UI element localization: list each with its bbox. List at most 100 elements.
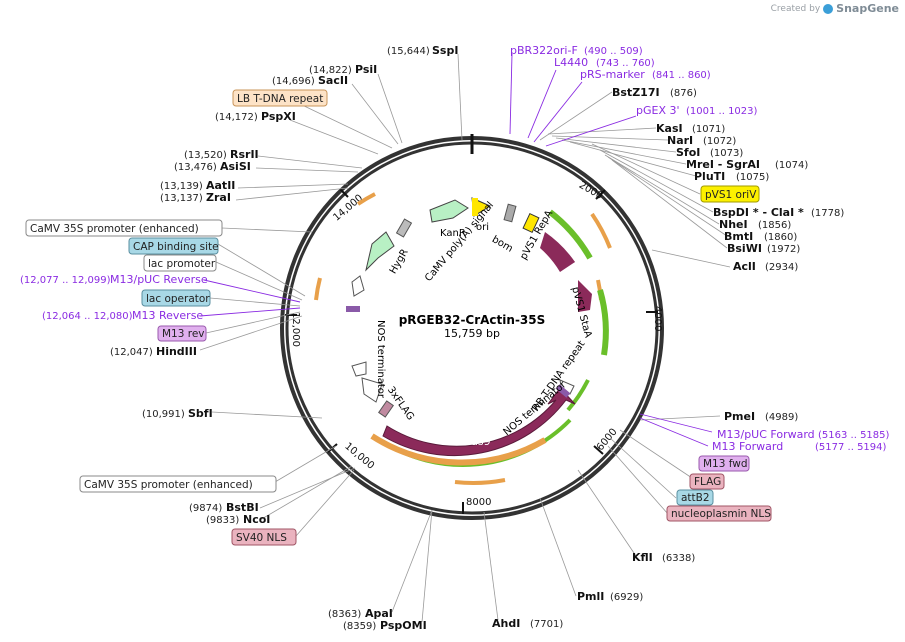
svg-text:CaMV 35S promoter (enhanced): CaMV 35S promoter (enhanced) [30, 223, 199, 235]
kanr-arrow [429, 199, 469, 223]
box-camv-35s-promoter: CaMV 35S promoter (enhanced) [25, 219, 223, 237]
site-name: KasI [656, 122, 683, 135]
snapgene-logo-icon [823, 3, 834, 14]
primer-lines [199, 53, 713, 447]
tick-6000 [593, 445, 604, 455]
site-name: NheI [719, 218, 748, 231]
ori-label: ori [476, 222, 489, 233]
ori-body [472, 198, 478, 216]
kanr-label: KanR [440, 228, 466, 239]
tick-label-2000: 2000 [577, 180, 605, 202]
primer-name: M13/pUC Forward [717, 428, 815, 441]
staa-arrow [578, 280, 592, 312]
site-pos: (1074) [775, 160, 808, 171]
box-pvs1-oriv: pVS1 oriV [700, 185, 760, 203]
pvs1-oriv-box [522, 212, 540, 234]
svg-text:lac promoter: lac promoter [148, 258, 216, 270]
svg-text:M13 rev: M13 rev [162, 328, 205, 340]
site-pos: (6338) [662, 553, 695, 564]
svg-text:SV40 NLS: SV40 NLS [236, 532, 287, 544]
site-pos: (1778) [811, 208, 844, 219]
tick-label-12000: 12,000 [290, 312, 301, 347]
site-pos: (1071) [692, 124, 725, 135]
site-name: KflI [632, 551, 653, 564]
box-m13-rev: M13 rev [157, 325, 207, 342]
primer-range: (12,064 .. 12,080) [42, 311, 133, 322]
site-pos: (14,822) [309, 65, 352, 76]
site-name: ApaI [365, 607, 393, 620]
site-name: BmtI [724, 230, 753, 243]
outer-features [314, 192, 612, 485]
box-flag: FLAG [689, 473, 725, 490]
site-pos: (876) [670, 88, 697, 99]
tick-label-10000: 10,000 [342, 441, 376, 472]
svg-text:LB T-DNA repeat: LB T-DNA repeat [237, 93, 323, 105]
site-name: PsiI [355, 63, 377, 76]
plasmid-size: 15,759 bp [444, 327, 500, 340]
site-pos: (10,991) [142, 409, 185, 420]
created-by-text: Created by [770, 3, 821, 14]
brand-name: SnapGene [836, 2, 899, 15]
orange-arc-3 [314, 277, 322, 301]
svg-text:CaMV 35S promoter (enhanced): CaMV 35S promoter (enhanced) [84, 479, 253, 491]
primer-labels: pBR322ori-F (490 .. 509) L4440 (743 .. 7… [20, 44, 890, 453]
hygr-arrow [365, 231, 395, 272]
site-pos: (13,137) [160, 193, 203, 204]
flag3-box [378, 400, 394, 418]
lb-arc [356, 192, 376, 206]
site-name: BstBI [226, 501, 259, 514]
green-arc-1 [548, 209, 593, 260]
white-arrow-1 [351, 275, 365, 297]
site-name: PmlI [577, 590, 604, 603]
site-pos: (9833) [206, 515, 239, 526]
boxed-labels: LB T-DNA repeat CaMV 35S promoter (enhan… [25, 89, 772, 546]
white-arrow-2 [351, 361, 367, 377]
orange-arc-bottom [454, 478, 506, 485]
green-arc-3 [566, 379, 590, 412]
site-name: NcoI [243, 513, 270, 526]
tick-label-4000: 4000 [652, 306, 663, 331]
primer-range: (743 .. 760) [596, 58, 655, 69]
site-pos: (1972) [767, 244, 800, 255]
box-m13-fwd: M13 fwd [698, 455, 750, 472]
svg-text:attB2: attB2 [681, 492, 710, 504]
site-name: PmeI [724, 410, 755, 423]
primer-range: (5177 .. 5194) [815, 442, 887, 453]
hygr-label: HygR [388, 247, 411, 276]
cas9-label: Cas9 [463, 435, 490, 448]
svg-text:pVS1 oriV: pVS1 oriV [705, 189, 757, 201]
site-pos: (13,476) [174, 162, 217, 173]
box-sv40-nls: SV40 NLS [231, 528, 297, 546]
orange-arc-1 [590, 212, 612, 249]
site-pos: (1072) [703, 136, 736, 147]
plasmid-name: pRGEB32-CrActin-35S [399, 313, 546, 327]
bom-box [503, 203, 517, 223]
site-pos: (1860) [764, 232, 797, 243]
white-arrow-3 [361, 377, 383, 403]
site-name: AhdI [492, 617, 520, 630]
primer-name: pBR322ori-F [510, 44, 578, 57]
tick-label-8000: 8000 [466, 497, 491, 508]
site-name: PspXI [261, 110, 296, 123]
site-name: MreI - SgrAI [686, 158, 760, 171]
box-nucleoplasmin-nls: nucleoplasmin NLS [666, 505, 772, 522]
primer-range: (1001 .. 1023) [686, 106, 758, 117]
primer-range: (12,077 .. 12,099) [20, 275, 111, 286]
cas9-orange-arc [370, 433, 547, 466]
primer-name: M13 Forward [712, 440, 783, 453]
primer-range: (490 .. 509) [584, 46, 643, 57]
site-pos: (1075) [736, 172, 769, 183]
backbone [280, 134, 664, 520]
site-name: SacII [318, 74, 348, 87]
site-name: NarI [667, 134, 693, 147]
site-pos: (9874) [189, 503, 222, 514]
site-pos: (15,644) [387, 46, 430, 57]
site-name: AclI [733, 260, 756, 273]
site-pos: (12,047) [110, 347, 153, 358]
site-pos: (6929) [610, 592, 643, 603]
site-name: SbfI [188, 407, 213, 420]
site-name: BspDI * - ClaI * [713, 206, 804, 219]
site-pos: (8359) [343, 621, 376, 632]
site-name: PluTI [694, 170, 725, 183]
